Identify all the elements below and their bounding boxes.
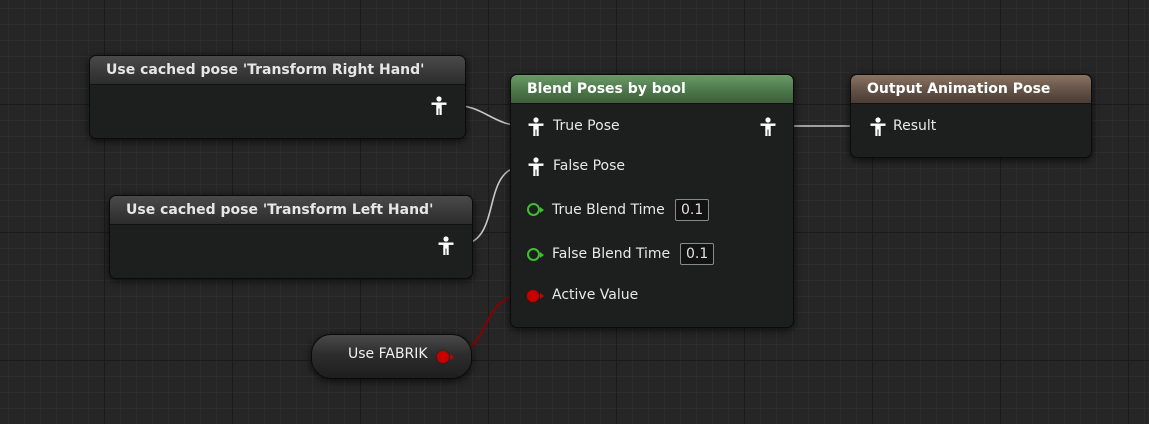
false-blend-time-pin-icon[interactable] <box>527 248 544 261</box>
active-value-pin-icon[interactable] <box>527 290 544 302</box>
use-fabrik-variable-node[interactable]: Use FABRIK <box>311 334 472 379</box>
false-blend-time-input[interactable]: 0.1 <box>680 243 715 265</box>
cached-pose-left-title: Use cached pose 'Transform Left Hand' <box>110 196 472 225</box>
blend-poses-node[interactable]: Blend Poses by bool True Pose False Pose… <box>510 74 794 328</box>
use-fabrik-output-pin-icon[interactable] <box>437 351 454 363</box>
true-blend-time-pin-icon[interactable] <box>527 203 544 216</box>
use-fabrik-label: Use FABRIK <box>348 346 428 362</box>
blend-output-pose-pin-icon[interactable] <box>760 117 776 137</box>
output-animation-pose-node[interactable]: Output Animation Pose Result <box>850 74 1092 158</box>
result-pin-icon[interactable] <box>870 117 886 137</box>
true-blend-time-label: True Blend Time <box>552 202 665 218</box>
cached-pose-right-node[interactable]: Use cached pose 'Transform Right Hand' <box>89 55 466 139</box>
false-pose-label: False Pose <box>553 158 626 174</box>
false-blend-time-label: False Blend Time <box>552 246 671 262</box>
cached-pose-left-node[interactable]: Use cached pose 'Transform Left Hand' <box>109 195 473 279</box>
pose-output-pin-icon[interactable] <box>431 96 447 116</box>
blend-poses-title: Blend Poses by bool <box>511 75 793 104</box>
active-value-label: Active Value <box>552 287 639 303</box>
cached-pose-right-title: Use cached pose 'Transform Right Hand' <box>90 56 465 85</box>
true-blend-time-input[interactable]: 0.1 <box>675 199 710 221</box>
true-pose-pin-icon[interactable] <box>528 117 544 137</box>
true-pose-label: True Pose <box>553 118 620 134</box>
result-label: Result <box>893 118 937 134</box>
output-animation-pose-title: Output Animation Pose <box>851 75 1091 104</box>
false-pose-pin-icon[interactable] <box>528 157 544 177</box>
pose-output-pin-icon[interactable] <box>438 236 454 256</box>
